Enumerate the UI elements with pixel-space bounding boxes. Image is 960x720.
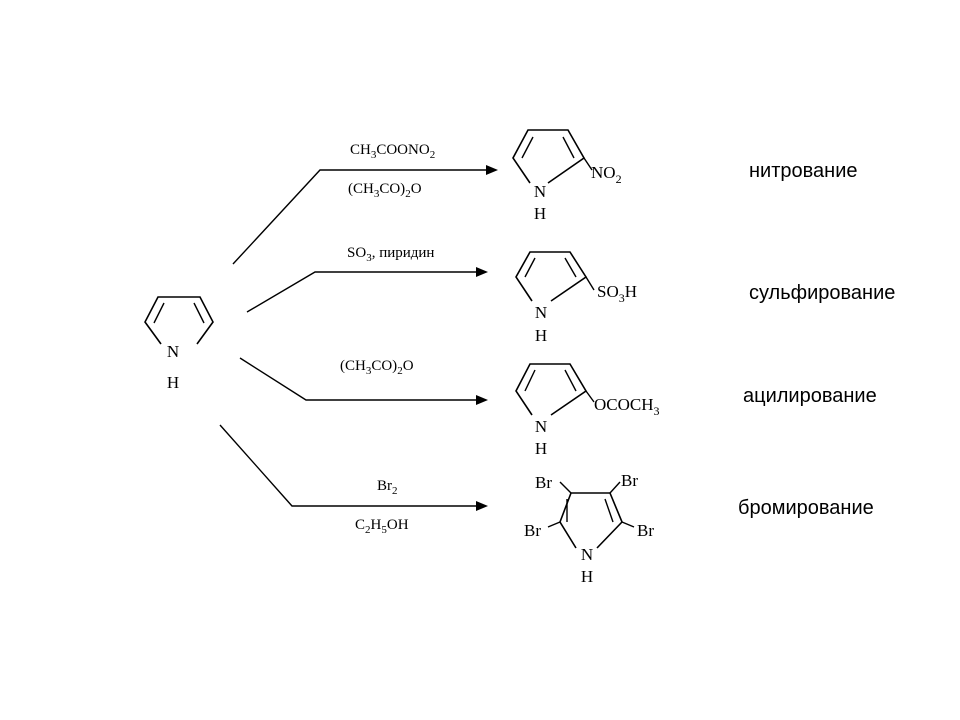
reaction-name-nitration: нитрование — [749, 160, 858, 182]
product-sulfo-n: N — [535, 303, 547, 322]
product-tetrabromopyrrole: Br Br Br Br N H — [524, 471, 654, 586]
pyrrole-start-h: H — [167, 373, 179, 392]
pyrrole-start: N H — [144, 296, 214, 392]
product-acyl-n: N — [535, 417, 547, 436]
arrow-sulfonation — [246, 271, 480, 313]
reagent-nitration-below: (CH3CO)2O — [348, 181, 422, 200]
pyrrole-start-n: N — [167, 342, 179, 361]
product-nitropyrrole: N H NO2 — [512, 129, 622, 223]
product-pyrrolesulfonic-acid: N H SO3H — [515, 251, 637, 345]
product-bromo-br-top-left: Br — [535, 473, 552, 492]
product-acyl-h: H — [535, 439, 547, 458]
reaction-nitration: CH3COONO2 (CH3CO)2O N H NO2 нитрование — [232, 129, 858, 265]
product-bromo-br-top-right: Br — [621, 471, 638, 490]
reaction-name-acylation: ацилирование — [743, 385, 877, 407]
product-acetoxypyrrole: N H OCOCH3 — [515, 363, 660, 458]
product-bromo-h: H — [581, 567, 593, 586]
reaction-name-sulfonation: сульфирование — [749, 282, 895, 304]
product-nitropyrrole-h: H — [534, 204, 546, 223]
arrow-acylation — [239, 357, 480, 401]
reagent-bromination-above: Br2 — [377, 478, 398, 497]
reagent-nitration-above: CH3COONO2 — [350, 142, 435, 161]
product-bromo-br-left: Br — [524, 521, 541, 540]
product-bromo-n: N — [581, 545, 593, 564]
product-nitropyrrole-substituent: NO2 — [591, 163, 622, 186]
reaction-bromination: Br2 C2H5OH Br Br Br Br N H бромирование — [219, 424, 874, 586]
product-nitropyrrole-n: N — [534, 182, 546, 201]
product-acyl-substituent: OCOCH3 — [594, 395, 660, 418]
arrow-nitration — [232, 169, 490, 265]
reaction-name-bromination: бромирование — [738, 497, 874, 519]
reaction-acylation: (CH3CO)2O N H OCOCH3 ацилирование — [239, 357, 877, 458]
arrow-bromination — [219, 424, 480, 507]
reagent-acylation-above: (CH3CO)2O — [340, 358, 414, 377]
reagent-bromination-below: C2H5OH — [355, 517, 409, 536]
reagent-sulfonation-above: SO3, пиридин — [347, 245, 434, 264]
reaction-sulfonation: SO3, пиридин N H SO3H сульфирование — [246, 245, 895, 345]
product-sulfo-h: H — [535, 326, 547, 345]
product-bromo-br-right: Br — [637, 521, 654, 540]
product-sulfo-substituent: SO3H — [597, 282, 637, 305]
